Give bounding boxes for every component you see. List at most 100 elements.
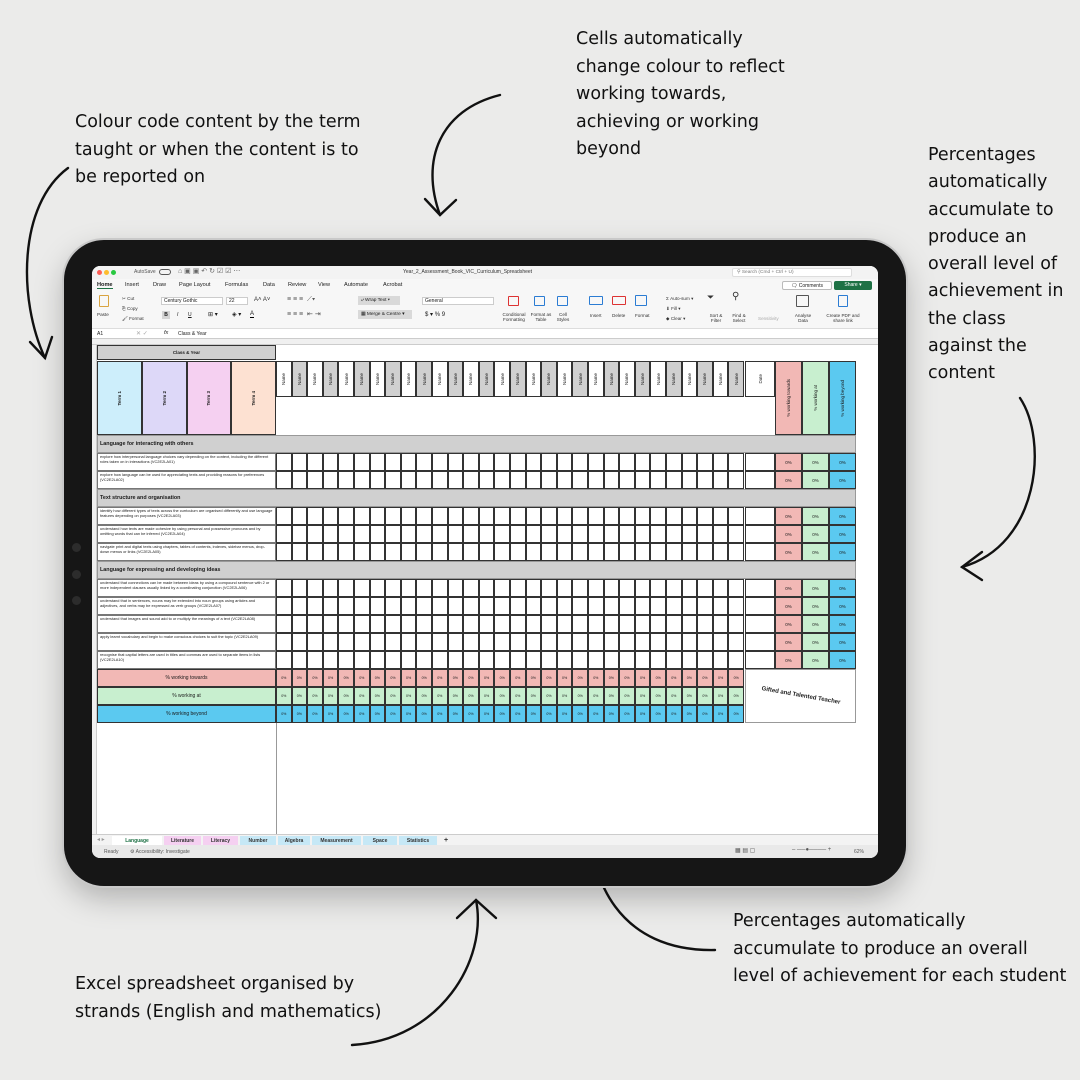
- student-name-cell[interactable]: Name: [541, 361, 557, 397]
- assessment-cell[interactable]: [712, 597, 729, 615]
- add-sheet-button[interactable]: +: [443, 837, 449, 844]
- student-name-cell[interactable]: Name: [510, 361, 526, 397]
- student-name-cell[interactable]: Name: [634, 361, 651, 397]
- assessment-cell[interactable]: [712, 507, 729, 525]
- assessment-cell[interactable]: [510, 543, 526, 561]
- assessment-cell[interactable]: [650, 597, 666, 615]
- assessment-cell[interactable]: [494, 579, 510, 597]
- assessment-cell[interactable]: [712, 579, 729, 597]
- sheet-tab-number[interactable]: Number: [240, 836, 276, 845]
- autosave-toggle[interactable]: [159, 269, 171, 275]
- format-as-table-icon[interactable]: [534, 296, 545, 306]
- assessment-cell[interactable]: [666, 579, 682, 597]
- assessment-cell[interactable]: [354, 615, 370, 633]
- assessment-cell[interactable]: [556, 507, 573, 525]
- assessment-cell[interactable]: [619, 615, 635, 633]
- assessment-cell[interactable]: [681, 615, 698, 633]
- bold-button[interactable]: B: [162, 311, 170, 319]
- assessment-cell[interactable]: [307, 615, 323, 633]
- student-name-cell[interactable]: Name: [338, 361, 354, 397]
- font-color-icon[interactable]: A: [250, 311, 255, 318]
- student-name-cell[interactable]: Name: [291, 361, 308, 397]
- ribbon-tab-draw[interactable]: Draw: [153, 282, 167, 288]
- assessment-cell[interactable]: [634, 471, 651, 489]
- student-name-cell[interactable]: Name: [666, 361, 682, 397]
- assessment-cell[interactable]: [416, 597, 432, 615]
- assessment-cell[interactable]: [432, 633, 448, 651]
- assessment-cell[interactable]: [619, 543, 635, 561]
- ribbon-tab-insert[interactable]: Insert: [125, 282, 139, 288]
- assessment-cell[interactable]: [432, 471, 448, 489]
- assessment-cell[interactable]: [463, 525, 479, 543]
- student-name-cell[interactable]: Name: [354, 361, 370, 397]
- assessment-cell[interactable]: [572, 633, 588, 651]
- assessment-cell[interactable]: [447, 453, 464, 471]
- assessment-cell[interactable]: [338, 633, 354, 651]
- conditional-formatting-icon[interactable]: [508, 296, 519, 306]
- assessment-cell[interactable]: [510, 651, 526, 669]
- assessment-cell[interactable]: [416, 453, 432, 471]
- assessment-cell[interactable]: [385, 543, 401, 561]
- assessment-cell[interactable]: [338, 597, 354, 615]
- ribbon-tab-formulas[interactable]: Formulas: [225, 282, 249, 288]
- assessment-cell[interactable]: [400, 525, 417, 543]
- assessment-cell[interactable]: [666, 453, 682, 471]
- student-name-cell[interactable]: Name: [712, 361, 729, 397]
- assessment-cell[interactable]: [416, 651, 432, 669]
- assessment-cell[interactable]: [307, 579, 323, 597]
- assessment-cell[interactable]: [322, 453, 339, 471]
- assessment-cell[interactable]: [588, 633, 604, 651]
- assessment-cell[interactable]: [510, 579, 526, 597]
- date-cell[interactable]: [745, 597, 775, 615]
- assessment-cell[interactable]: [369, 525, 386, 543]
- assessment-cell[interactable]: [307, 597, 323, 615]
- font-name-select[interactable]: Century Gothic: [161, 297, 223, 305]
- assessment-cell[interactable]: [432, 543, 448, 561]
- assessment-cell[interactable]: [697, 633, 713, 651]
- assessment-cell[interactable]: [494, 507, 510, 525]
- close-button[interactable]: [97, 270, 102, 275]
- assessment-cell[interactable]: [291, 597, 308, 615]
- cell-styles-button[interactable]: Cell Styles: [556, 312, 570, 322]
- assessment-cell[interactable]: [354, 543, 370, 561]
- assessment-cell[interactable]: [712, 633, 729, 651]
- assessment-cell[interactable]: [650, 543, 666, 561]
- assessment-cell[interactable]: [588, 579, 604, 597]
- number-format-buttons[interactable]: $ ▾ % 9: [425, 312, 446, 318]
- assessment-cell[interactable]: [634, 597, 651, 615]
- assessment-cell[interactable]: [603, 543, 620, 561]
- cut-button[interactable]: ✂ Cut: [122, 296, 135, 301]
- assessment-cell[interactable]: [322, 651, 339, 669]
- assessment-cell[interactable]: [291, 471, 308, 489]
- assessment-cell[interactable]: [291, 579, 308, 597]
- assessment-cell[interactable]: [588, 651, 604, 669]
- assessment-cell[interactable]: [697, 525, 713, 543]
- sheet-tab-literature[interactable]: Literature: [164, 836, 201, 845]
- minimize-button[interactable]: [104, 270, 109, 275]
- sort-filter-button[interactable]: Sort & Filter: [709, 313, 723, 323]
- date-cell[interactable]: [745, 651, 775, 669]
- student-name-cell[interactable]: Name: [307, 361, 323, 397]
- assessment-cell[interactable]: [478, 543, 495, 561]
- format-as-table-button[interactable]: Format as Table: [530, 312, 552, 322]
- assessment-cell[interactable]: [712, 615, 729, 633]
- assessment-cell[interactable]: [447, 597, 464, 615]
- assessment-cell[interactable]: [619, 651, 635, 669]
- sheet-tab-literacy[interactable]: Literacy: [203, 836, 238, 845]
- quick-access-icons[interactable]: ⌂ ▣ ▣ ↶ ↻ ☑ ☑ ⋯: [178, 268, 241, 275]
- assessment-cell[interactable]: [712, 453, 729, 471]
- assessment-cell[interactable]: [385, 507, 401, 525]
- ribbon-tab-home[interactable]: Home: [97, 282, 113, 289]
- assessment-cell[interactable]: [276, 507, 292, 525]
- assessment-cell[interactable]: [307, 651, 323, 669]
- assessment-cell[interactable]: [681, 507, 698, 525]
- assessment-cell[interactable]: [369, 633, 386, 651]
- assessment-cell[interactable]: [666, 615, 682, 633]
- assessment-cell[interactable]: [728, 615, 744, 633]
- assessment-cell[interactable]: [510, 471, 526, 489]
- assessment-cell[interactable]: [697, 579, 713, 597]
- format-cells-icon[interactable]: [635, 295, 647, 306]
- assessment-cell[interactable]: [525, 525, 542, 543]
- assessment-cell[interactable]: [385, 633, 401, 651]
- date-cell[interactable]: [745, 453, 775, 471]
